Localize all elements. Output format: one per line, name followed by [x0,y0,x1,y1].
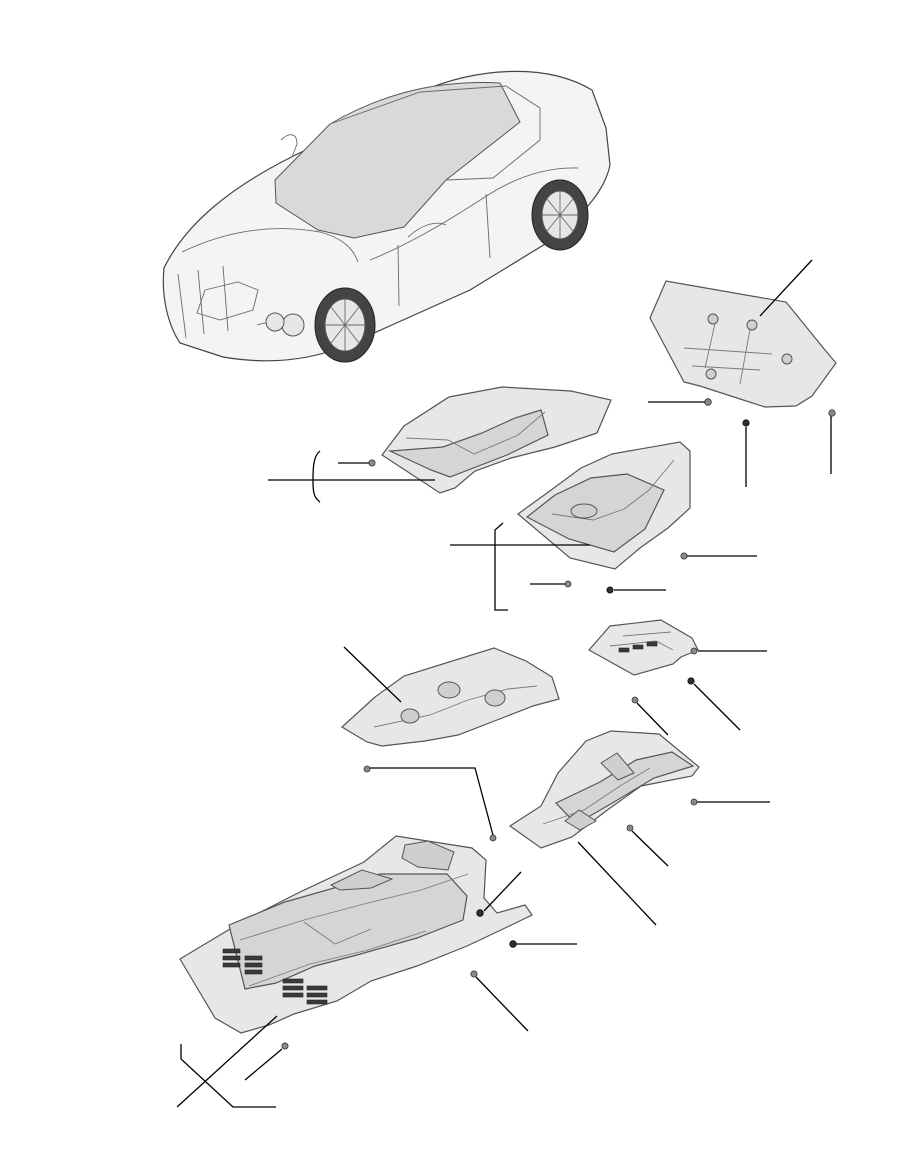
left-center-hole-3 [400,708,420,724]
front-undertray-slots-right [282,978,328,1005]
hood-line [181,228,359,263]
rear-undertray-hole-3 [781,353,793,365]
front-slot-1 [222,948,241,954]
car-illustration [162,70,611,363]
leader-front-undertray-1 [176,1015,278,1108]
front-slot-12 [306,999,328,1005]
rear-undertray-hole-1 [707,313,719,325]
rear-undertray-hole-2 [746,319,758,331]
front-undertray-slots-left [222,948,263,975]
leader-cover-fastener-3 [636,702,669,736]
headlamp-right [265,312,285,332]
rear-undertray [649,280,837,408]
front-slot-2 [222,955,241,961]
left-center-hole-2 [484,689,506,707]
cover-plate-panel [588,619,699,676]
front-undertray [179,835,533,1034]
grille-outline [196,281,259,321]
front-slot-9 [282,992,304,998]
leader-rear-undertray [759,259,813,317]
fastener-right-liner-1 [680,552,688,560]
left-center-undertray [340,647,560,747]
right-center-undertray-hole [600,752,635,781]
fastener-left-center-2 [489,834,497,842]
leader-right-center-undertray [577,841,657,926]
left-rear-liner-shadow [387,409,549,478]
right-center-undertray-rib [542,767,651,825]
fastener-rear-3 [828,409,836,417]
bracket-left-liner [312,450,321,503]
fastener-right-center-1 [690,798,698,806]
fastener-right-liner-2 [564,580,572,588]
fasteners [281,398,836,1050]
front-slot-7 [282,978,304,984]
front-undertray-ribs [239,873,469,987]
leader-front-fastener-4 [244,1048,283,1081]
front-slot-11 [306,992,328,998]
grille-bars [177,265,229,339]
rear-undertray-hole-4 [705,368,717,380]
fastener-cover-2 [687,677,695,685]
front-slot-3 [222,962,241,968]
roof-line [329,85,541,181]
fastener-rear-1 [704,398,712,406]
cover-plate-ribs [609,631,674,651]
cover-plate-slot-1 [618,647,630,653]
fastener-cover-3 [631,696,639,704]
small-cover-plate [588,619,699,676]
fastener-front-3 [470,970,478,978]
fastener-left-center [363,765,371,773]
fastener-front-1 [476,909,484,917]
cover-plate-slot-3 [646,641,658,647]
fastener-cover-1 [690,647,698,655]
right-rear-liner-hole [570,503,598,519]
rear-spokes [542,191,578,239]
left-center-hole-1 [437,681,461,699]
leader-front-undertray-2 [180,1044,276,1108]
fastener-rear-2 [742,419,750,427]
leader-cover-fastener-2 [693,683,741,731]
front-slot-4 [244,955,263,961]
bracket-right-liner [494,522,508,611]
left-rear-liner-ribs [405,411,546,455]
fastener-right-center-2 [626,824,634,832]
left-mirror [280,134,298,158]
fastener-front-2 [509,940,517,948]
leader-lines [176,259,832,1108]
right-center-undertray-hole-2 [564,809,597,831]
fastener-left-liner [368,459,376,467]
fastener-right-liner-3 [606,586,614,594]
leader-left-center-fastener [370,767,494,836]
leader-right-center-fastener-2 [631,830,669,867]
front-spokes [325,299,365,351]
left-rear-wheel-arch-liner [381,386,612,494]
leader-left-center-undertray [343,646,402,703]
right-center-undertray [508,730,700,849]
mirror-line [407,222,447,238]
front-undertray-cutout [401,840,455,871]
door-cut-lines [397,193,491,307]
front-undertray-recess [329,869,394,891]
front-slot-5 [244,962,263,968]
headlamp-left [281,313,305,337]
rear-undertray-ribs [683,318,773,385]
leader-front-fastener-1 [483,871,522,912]
door-line [369,167,579,261]
front-slot-8 [282,985,304,991]
leader-front-fastener-3 [475,976,529,1032]
cover-plate-slot-2 [632,644,644,650]
front-slot-10 [306,985,328,991]
fastener-front-4 [281,1042,289,1050]
front-slot-6 [244,969,263,975]
rear-undertray-panel [649,280,837,408]
right-rear-wheel-arch-liner [517,441,691,570]
front-undertray-v-mark [303,921,372,945]
